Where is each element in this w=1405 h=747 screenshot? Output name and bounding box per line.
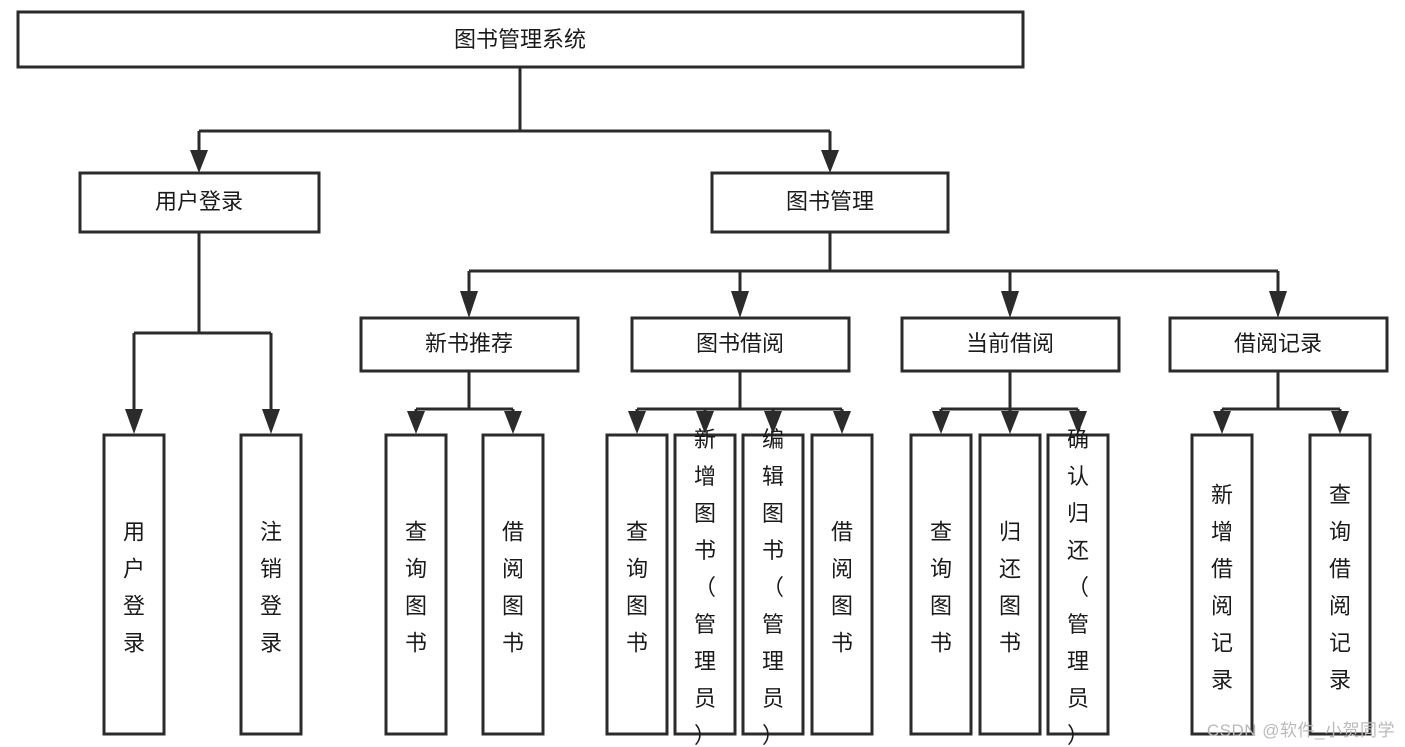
arrow-head-leaf-query-book-1 [407, 411, 425, 434]
node-root-label: 图书管理系统 [454, 27, 586, 52]
arrow-head-leaf-return-book [1001, 411, 1019, 434]
node-leaf-query-book-2-box[interactable] [605, 433, 669, 736]
node-root[interactable]: 图书管理系统 [16, 10, 1025, 69]
node-leaf-query-book-3-box[interactable] [909, 433, 973, 736]
watermark-text: CSDN @软件_小贺同学 [1206, 721, 1395, 740]
node-current-borrow-label: 当前借阅 [966, 331, 1054, 356]
node-user-login-label: 用户登录 [155, 189, 243, 214]
node-leaf-add-record-box[interactable] [1190, 433, 1254, 736]
node-root-box[interactable] [16, 10, 1025, 69]
arrow-head-leaf-add-record [1213, 411, 1231, 434]
node-leaf-return-book-label: 归还图书 [999, 519, 1021, 655]
node-new-book-recommend-box[interactable] [359, 316, 580, 373]
node-leaf-confirm-return-label: 确认归还（管理员） [1067, 427, 1089, 747]
arrow-head-leaf-query-book-3 [932, 411, 950, 434]
node-current-borrow[interactable]: 当前借阅 [900, 316, 1121, 373]
node-leaf-borrow-book-1[interactable]: 借阅图书 [481, 433, 545, 736]
node-leaf-query-book-3-label: 查询图书 [930, 519, 952, 655]
node-leaf-query-book-1-label: 查询图书 [405, 519, 427, 655]
node-leaf-query-book-1-box[interactable] [384, 433, 448, 736]
node-leaf-return-book-box[interactable] [978, 433, 1042, 736]
node-book-manage-label: 图书管理 [786, 189, 874, 214]
arrow-head-leaf-borrow-book-2 [833, 411, 851, 434]
node-leaf-query-book-3[interactable]: 查询图书 [909, 433, 973, 736]
arrow-head-book-manage [821, 150, 839, 173]
node-leaf-query-book-2[interactable]: 查询图书 [605, 433, 669, 736]
node-new-book-recommend[interactable]: 新书推荐 [359, 316, 580, 373]
node-leaf-borrow-book-1-box[interactable] [481, 433, 545, 736]
node-leaf-borrow-book-1-label: 借阅图书 [502, 519, 524, 655]
node-book-borrow-label: 图书借阅 [696, 331, 784, 356]
arrow-head-leaf-confirm-return [1069, 411, 1087, 434]
node-leaf-query-book-1[interactable]: 查询图书 [384, 433, 448, 736]
arrow-head-leaf-add-book [696, 411, 714, 434]
node-leaf-edit-book[interactable]: 编辑图书（管理员） [741, 427, 805, 747]
node-leaf-query-record[interactable]: 查询借阅记录 [1308, 433, 1372, 736]
node-borrow-record-label: 借阅记录 [1234, 331, 1322, 356]
node-leaf-add-book[interactable]: 新增图书（管理员） [673, 427, 737, 747]
node-leaf-user-login-box[interactable] [102, 433, 166, 736]
connector-layer [125, 67, 1349, 434]
node-leaf-add-record[interactable]: 新增借阅记录 [1190, 433, 1254, 736]
arrow-head-current-borrow [1001, 291, 1019, 318]
arrow-head-leaf-edit-book [764, 411, 782, 434]
node-leaf-query-book-2-label: 查询图书 [626, 519, 648, 655]
node-book-manage-box[interactable] [710, 171, 950, 234]
arrow-head-leaf-query-record [1331, 411, 1349, 434]
node-leaf-borrow-book-2-label: 借阅图书 [831, 519, 853, 655]
node-leaf-borrow-book-2-box[interactable] [810, 433, 874, 736]
node-book-manage[interactable]: 图书管理 [710, 171, 950, 234]
node-user-login-box[interactable] [78, 171, 321, 234]
node-leaf-query-record-box[interactable] [1308, 433, 1372, 736]
node-user-login[interactable]: 用户登录 [78, 171, 321, 234]
node-leaf-user-logout[interactable]: 注销登录 [239, 433, 303, 736]
node-leaf-edit-book-box[interactable] [741, 433, 805, 736]
node-leaf-edit-book-label: 编辑图书（管理员） [762, 427, 784, 747]
node-leaf-user-login-label: 用户登录 [123, 519, 145, 655]
node-borrow-record[interactable]: 借阅记录 [1168, 316, 1389, 373]
node-leaf-borrow-book-2[interactable]: 借阅图书 [810, 433, 874, 736]
arrow-head-leaf-user-logout [262, 409, 280, 434]
node-leaf-user-logout-box[interactable] [239, 433, 303, 736]
arrow-head-user-login [190, 150, 208, 173]
node-leaf-confirm-return-box[interactable] [1046, 433, 1110, 736]
node-leaf-add-book-box[interactable] [673, 433, 737, 736]
node-leaf-add-book-label: 新增图书（管理员） [694, 427, 716, 747]
node-leaf-confirm-return[interactable]: 确认归还（管理员） [1046, 427, 1110, 747]
node-book-borrow-box[interactable] [630, 316, 851, 373]
node-leaf-return-book[interactable]: 归还图书 [978, 433, 1042, 736]
node-current-borrow-box[interactable] [900, 316, 1121, 373]
node-new-book-recommend-label: 新书推荐 [425, 331, 513, 356]
arrow-head-new-book-recommend [460, 291, 478, 318]
node-book-borrow[interactable]: 图书借阅 [630, 316, 851, 373]
node-leaf-user-login[interactable]: 用户登录 [102, 433, 166, 736]
arrow-head-book-borrow [731, 291, 749, 318]
node-borrow-record-box[interactable] [1168, 316, 1389, 373]
node-leaf-query-record-label: 查询借阅记录 [1329, 482, 1351, 692]
node-leaf-user-logout-label: 注销登录 [260, 519, 282, 655]
arrow-head-leaf-borrow-book-1 [504, 411, 522, 434]
arrow-head-borrow-record [1269, 291, 1287, 318]
arrow-head-leaf-user-login [125, 409, 143, 434]
node-leaf-add-record-label: 新增借阅记录 [1211, 482, 1233, 692]
arrow-head-leaf-query-book-2 [628, 411, 646, 434]
